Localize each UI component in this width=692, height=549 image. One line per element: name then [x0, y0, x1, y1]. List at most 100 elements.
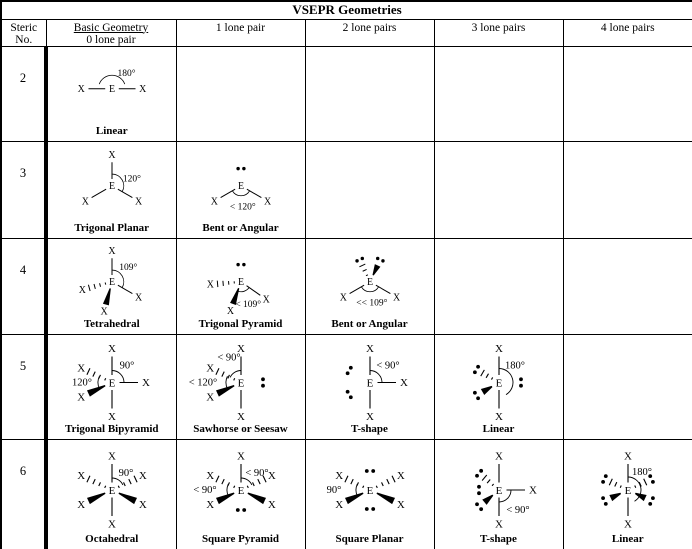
- empty-cell: [433, 45, 564, 142]
- page-title: VSEPR Geometries: [0, 0, 692, 20]
- empty-cell: [562, 237, 692, 335]
- svg-text:<< 109°: << 109°: [356, 297, 387, 308]
- header-steric-no: Steric No.: [0, 18, 47, 47]
- svg-text:X: X: [226, 305, 233, 316]
- svg-text:X: X: [339, 292, 346, 303]
- svg-text:X: X: [237, 343, 245, 355]
- svg-text:180°: 180°: [117, 68, 135, 79]
- header-basic-geometry: Basic Geometry 0 lone pair: [45, 18, 177, 47]
- svg-text:X: X: [139, 499, 147, 511]
- svg-text:E: E: [237, 181, 243, 192]
- svg-text:X: X: [529, 485, 537, 497]
- svg-text:E: E: [495, 377, 502, 389]
- svg-text:X: X: [135, 292, 142, 303]
- row-steric-2: 2 X X 180°E Linear: [0, 45, 692, 142]
- svg-text:E: E: [237, 277, 243, 288]
- svg-text:E: E: [237, 485, 244, 497]
- steric-number-2: 2: [0, 45, 47, 142]
- geometry-caption: Tetrahedral: [83, 317, 140, 330]
- geometry-caption: T-shape: [480, 533, 517, 545]
- svg-text:X: X: [78, 83, 85, 94]
- diagram-linear: X X 180°E: [78, 68, 147, 95]
- header-row: Steric No. Basic Geometry 0 lone pair 1 …: [0, 18, 692, 47]
- svg-text:X: X: [495, 519, 503, 531]
- diagram-bent-or-angular: X X << 109° E: [339, 256, 400, 308]
- svg-text:< 90°: < 90°: [245, 468, 268, 479]
- svg-text:X: X: [77, 391, 85, 403]
- svg-text:X: X: [108, 519, 116, 531]
- svg-text:< 90°: < 90°: [193, 485, 216, 496]
- cell-bent-or-angular-2lp: X X << 109° E Bent or Angular: [304, 237, 435, 335]
- svg-text:X: X: [79, 284, 86, 295]
- svg-text:E: E: [366, 277, 372, 288]
- diagram-t-shape: XXX< 90°E: [474, 451, 537, 531]
- geometry-caption: T-shape: [351, 422, 388, 435]
- svg-text:X: X: [206, 362, 214, 374]
- diagram-trigonal-pyramid: XXX< 109°E: [206, 262, 269, 316]
- svg-text:X: X: [237, 411, 245, 423]
- svg-text:X: X: [262, 294, 269, 305]
- svg-text:X: X: [108, 451, 116, 463]
- empty-cell: [562, 45, 692, 142]
- svg-text:X: X: [396, 470, 404, 482]
- diagram-t-shape: XXX< 90°E: [345, 343, 408, 423]
- svg-text:X: X: [135, 196, 142, 207]
- svg-text:120°: 120°: [123, 173, 141, 184]
- empty-cell: [175, 45, 306, 142]
- svg-text:X: X: [108, 246, 115, 257]
- svg-text:E: E: [495, 485, 502, 497]
- svg-text:E: E: [109, 84, 115, 95]
- svg-text:90°: 90°: [120, 360, 135, 371]
- svg-text:X: X: [139, 83, 146, 94]
- svg-text:X: X: [400, 377, 408, 389]
- empty-cell: [433, 140, 564, 239]
- header-1-lone-pair: 1 lone pair: [175, 18, 306, 47]
- svg-text:< 120°: < 120°: [229, 201, 255, 212]
- svg-text:90°: 90°: [326, 485, 341, 496]
- svg-text:X: X: [396, 499, 404, 511]
- empty-cell: [304, 45, 435, 142]
- svg-text:X: X: [210, 196, 217, 207]
- svg-text:X: X: [206, 279, 213, 290]
- svg-text:X: X: [206, 499, 214, 511]
- geometry-caption: Linear: [95, 124, 128, 137]
- svg-text:X: X: [108, 411, 116, 423]
- svg-text:X: X: [393, 292, 400, 303]
- geometry-caption: Sawhorse or Seesaw: [193, 422, 288, 435]
- empty-cell: [562, 333, 692, 440]
- header-2-lone-pairs: 2 lone pairs: [304, 18, 435, 47]
- svg-text:180°: 180°: [632, 467, 652, 478]
- geometry-caption: Trigonal Pyramid: [198, 317, 283, 330]
- geometry-caption: Trigonal Bipyramid: [64, 422, 159, 435]
- svg-text:X: X: [267, 499, 275, 511]
- svg-text:X: X: [77, 362, 85, 374]
- svg-text:E: E: [624, 485, 631, 497]
- steric-number-6: 6: [0, 438, 47, 549]
- svg-text:E: E: [366, 377, 373, 389]
- svg-text:X: X: [335, 470, 343, 482]
- svg-text:X: X: [100, 306, 107, 317]
- svg-text:90°: 90°: [119, 468, 134, 479]
- svg-text:E: E: [109, 377, 116, 389]
- geometry-caption: Bent or Angular: [202, 221, 279, 234]
- geometry-caption: Bent or Angular: [331, 317, 408, 330]
- svg-text:X: X: [206, 470, 214, 482]
- svg-text:109°: 109°: [119, 262, 137, 273]
- header-3-lone-pairs: 3 lone pairs: [433, 18, 564, 47]
